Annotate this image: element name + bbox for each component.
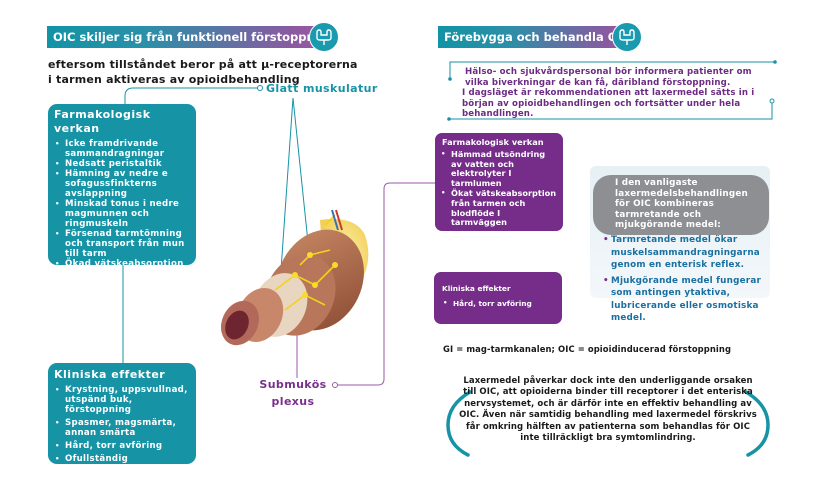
list-item: Hård, torr avföring [54, 441, 190, 451]
list-item: Ökat vätskeabsorption från tarmen och bl… [440, 188, 558, 228]
label-line: Submukös [259, 378, 327, 391]
laxative-intro: I den vanligaste laxermedelsbehandlingen… [593, 175, 769, 235]
intestine-illustration [221, 209, 369, 346]
connector-dot [332, 382, 338, 388]
laxative-quote: Laxermedel påverkar dock inte den underl… [459, 376, 757, 444]
list-item: Krystning, uppsvullnad, utspänd buk, för… [54, 385, 190, 415]
left-section-title: OIC skiljer sig från funktionell förstop… [53, 30, 336, 44]
list-item: Tarmretande medel ökar muskelsammandragn… [603, 234, 771, 272]
box-title: Kliniska effekter [54, 368, 166, 381]
intestine-icon [612, 22, 642, 52]
laxative-list: Tarmretande medel ökar muskelsammandragn… [603, 234, 771, 328]
label-submukos-plexus: Submukös plexus [255, 376, 331, 410]
info-inform-patients: Hälso- och sjukvårdspersonal bör informe… [465, 67, 752, 88]
box-title: Farmakologisk verkan [54, 108, 151, 135]
list-item: Icke framdrivande sammandragningar [54, 139, 190, 159]
left-clinical-box: Kliniska effekter Krystning, uppsvullnad… [48, 363, 196, 474]
lead-line: eftersom tillståndet beror på att μ-rece… [48, 58, 358, 71]
list-item: Spasmer, magsmärta, annan smärta [54, 418, 190, 438]
left-pharmacological-box: Farmakologisk verkan Icke framdrivande s… [48, 104, 196, 269]
list-item: Hård, torr avföring [442, 299, 554, 309]
label-glatt-muskulatur: Glatt muskulatur [266, 82, 378, 95]
list-item: Försenad tarmtömning och transport från … [54, 229, 190, 259]
list-item: Hämmad utsöndring av vatten och elektrol… [440, 149, 558, 189]
left-lead-text: eftersom tillståndet beror på att μ-rece… [48, 57, 358, 87]
list-item: Minskad tonus i nedre magmunnen och ring… [54, 199, 190, 229]
list-item: Nedsatt peristaltik [54, 159, 190, 169]
right-section-title: Förebygga och behandla OIC [444, 30, 631, 44]
right-pharmacological-box: Farmakologisk verkan Hämmad utsöndring a… [435, 133, 563, 231]
list-item: Mjukgörande medel fungerar som antingen … [603, 275, 771, 325]
list-item: Ökad vätskeabsorption [54, 259, 190, 269]
connector-glatt [124, 87, 258, 104]
label-line: plexus [271, 395, 315, 408]
list-item: Ofullständig tarmtömning [54, 454, 190, 474]
box-title: Farmakologisk verkan [442, 137, 544, 147]
info-recommendation: I dagsläget är rekommendationen att laxe… [462, 88, 755, 119]
box-title: Kliniska effekter [442, 284, 511, 293]
right-clinical-box: Kliniska effekter Hård, torr avföring [434, 272, 562, 324]
abbreviations: GI = mag-tarmkanalen; OIC = opioidinduce… [443, 344, 732, 354]
left-section-header: OIC skiljer sig från funktionell förstop… [47, 22, 339, 52]
right-section-header: Förebygga och behandla OIC [438, 22, 642, 52]
list-item: Hämning av nedre e sofagussfinkterns avs… [54, 169, 190, 199]
intestine-icon [309, 22, 339, 52]
lead-line: i tarmen aktiveras av opioidbehandling [48, 73, 300, 86]
